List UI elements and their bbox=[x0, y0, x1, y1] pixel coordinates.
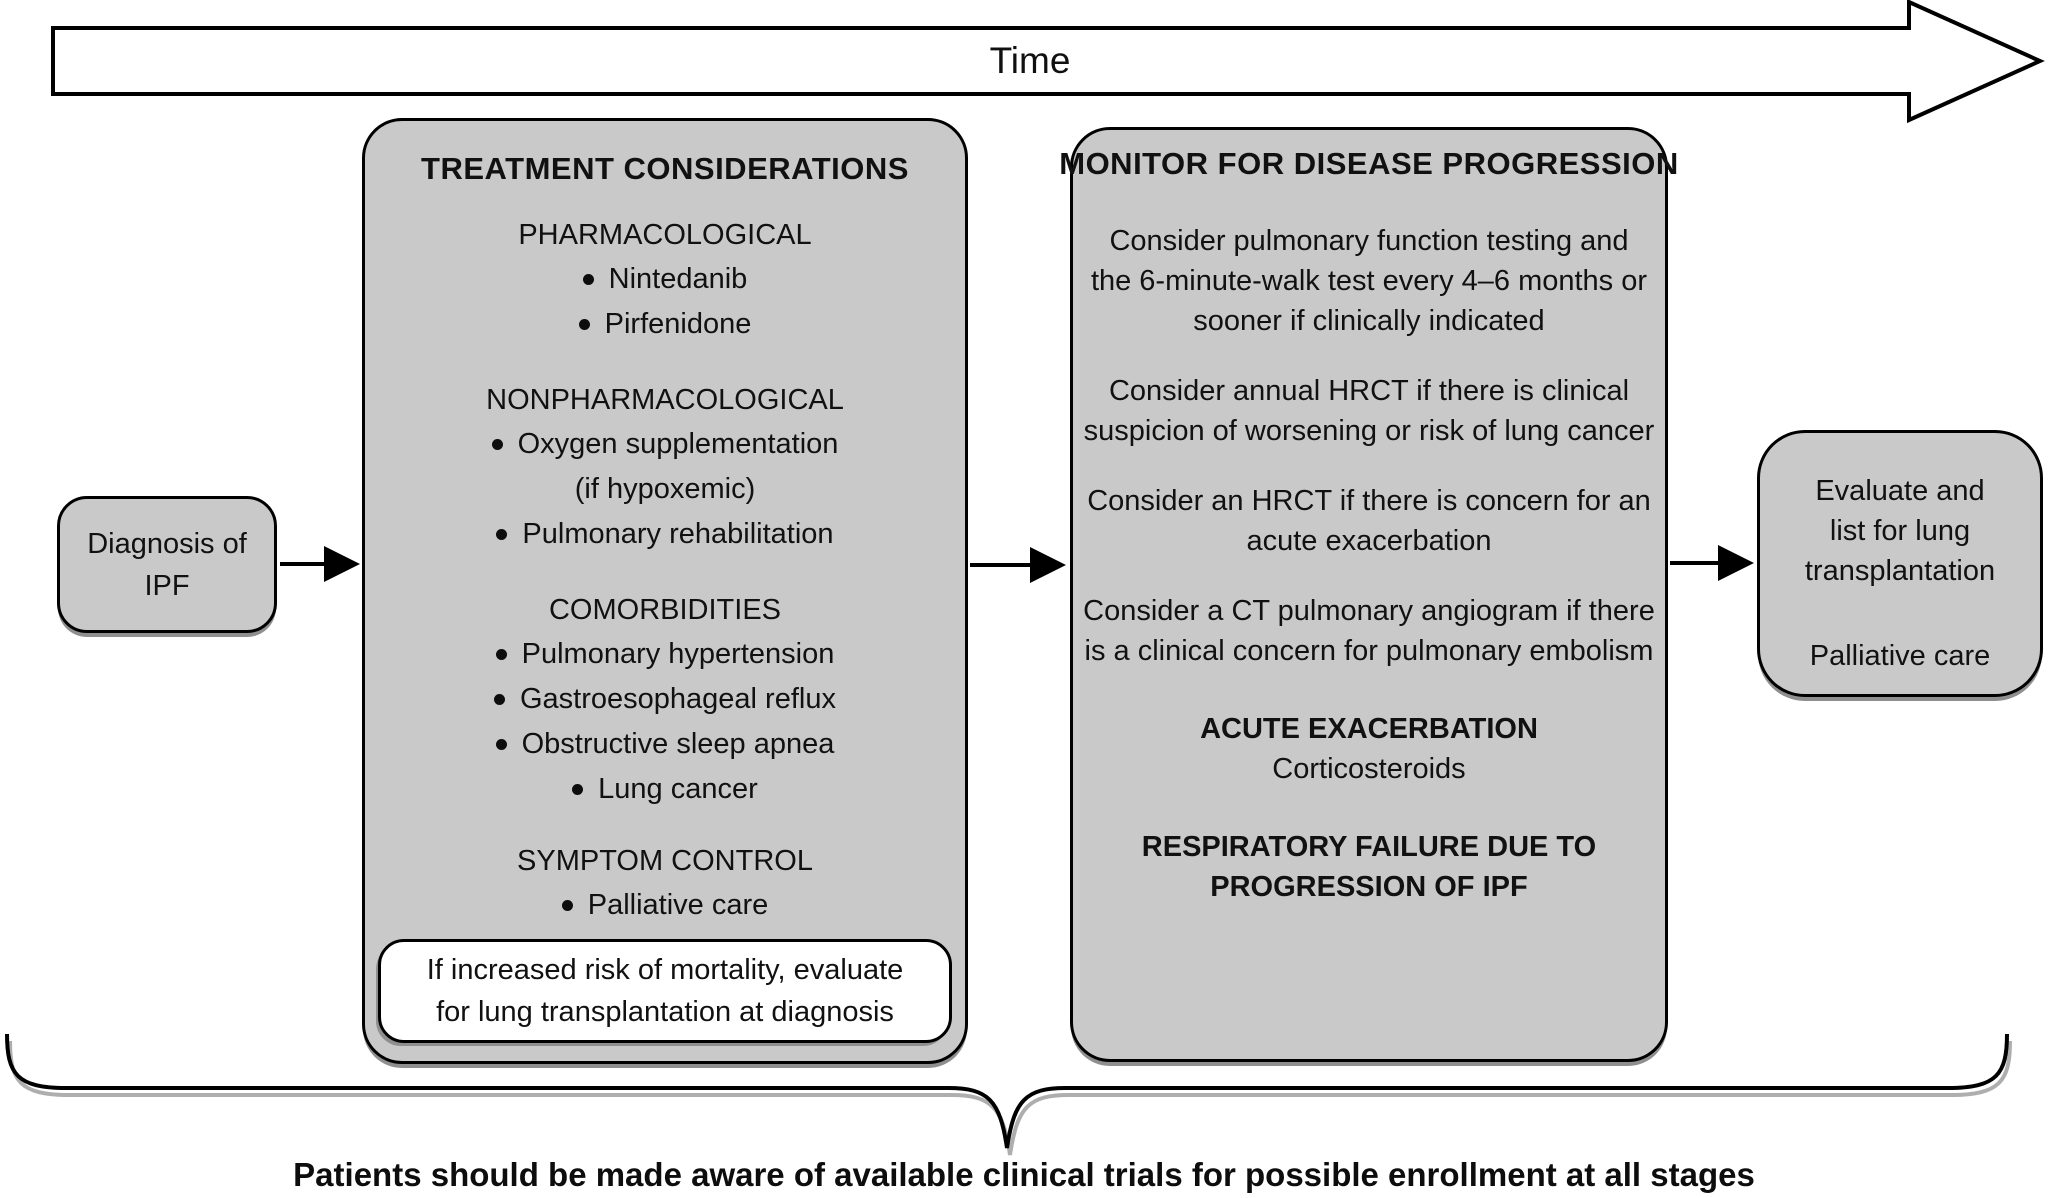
transplant-note-box: If increased risk of mortality, evaluate… bbox=[378, 939, 952, 1043]
bullet-item: Palliative care bbox=[561, 883, 769, 928]
flow-arrow-icon bbox=[1670, 545, 1754, 581]
bullet-icon bbox=[578, 319, 590, 330]
bullet-label: Pirfenidone bbox=[604, 308, 752, 340]
bullet-label: Oxygen supplementation bbox=[517, 428, 839, 460]
section-heading: COMORBIDITIES bbox=[548, 594, 781, 626]
monitor-line: acute exacerbation bbox=[1246, 525, 1492, 557]
bullet-label: Gastroesophageal reflux bbox=[520, 683, 836, 715]
section-heading: NONPHARMACOLOGICAL bbox=[486, 384, 844, 416]
transplant-line: Evaluate and bbox=[1815, 475, 1985, 507]
diagnosis-line: IPF bbox=[144, 569, 190, 602]
section-nonpharmacological: NONPHARMACOLOGICAL Oxygen supplementatio… bbox=[486, 378, 844, 557]
transplant-line: transplantation bbox=[1804, 555, 1996, 587]
monitor-content: MONITOR FOR DISEASE PROGRESSION Consider… bbox=[1059, 130, 1678, 907]
bullet-item: Gastroesophageal reflux bbox=[494, 677, 836, 722]
brace-shadow bbox=[8, 1040, 2012, 1156]
monitor-paragraph: Consider pulmonary function testing and … bbox=[1091, 221, 1647, 341]
monitor-line: Consider a CT pulmonary angiogram if the… bbox=[1083, 595, 1655, 627]
monitor-line: is a clinical concern for pulmonary embo… bbox=[1084, 635, 1654, 667]
monitor-paragraph: Consider an HRCT if there is concern for… bbox=[1087, 481, 1651, 561]
monitor-title: MONITOR FOR DISEASE PROGRESSION bbox=[1059, 146, 1679, 181]
respiratory-failure-block: RESPIRATORY FAILURE DUE TO PROGRESSION O… bbox=[1142, 827, 1596, 907]
note-line: for lung transplantation at diagnosis bbox=[436, 996, 894, 1028]
section-heading: SYMPTOM CONTROL bbox=[517, 845, 813, 877]
diagnosis-box: Diagnosis of IPF bbox=[57, 496, 277, 633]
monitor-line: sooner if clinically indicated bbox=[1193, 305, 1545, 337]
bullet-continuation: (if hypoxemic) bbox=[574, 473, 756, 505]
bullet-item: Oxygen supplementation bbox=[491, 422, 839, 467]
time-arrow-label: Time bbox=[989, 40, 1071, 81]
brace-icon bbox=[5, 1033, 2009, 1149]
treatment-content: TREATMENT CONSIDERATIONS PHARMACOLOGICAL… bbox=[365, 121, 965, 928]
bullet-label: Pulmonary hypertension bbox=[521, 638, 835, 670]
section-comorbidities: COMORBIDITIES Pulmonary hypertension Gas… bbox=[494, 588, 836, 812]
treatment-box: TREATMENT CONSIDERATIONS PHARMACOLOGICAL… bbox=[362, 118, 968, 1064]
bullet-icon bbox=[495, 649, 507, 660]
bullet-icon bbox=[495, 739, 507, 750]
bullet-icon bbox=[494, 694, 505, 705]
diagnosis-line: Diagnosis of bbox=[87, 527, 247, 560]
monitor-line: the 6-minute-walk test every 4–6 months … bbox=[1090, 265, 1648, 297]
treatment-title: TREATMENT CONSIDERATIONS bbox=[421, 151, 909, 186]
bullet-item: Pulmonary rehabilitation bbox=[496, 512, 834, 557]
bullet-label: Obstructive sleep apnea bbox=[521, 728, 835, 760]
monitor-paragraphs: Consider pulmonary function testing and … bbox=[1083, 221, 1655, 907]
bullet-item: Nintedanib bbox=[582, 257, 748, 302]
monitor-box: MONITOR FOR DISEASE PROGRESSION Consider… bbox=[1059, 127, 1678, 1062]
bullet-label: Palliative care bbox=[587, 889, 769, 921]
respiratory-line: PROGRESSION OF IPF bbox=[1210, 871, 1528, 903]
bullet-icon bbox=[582, 274, 594, 285]
acute-body: Corticosteroids bbox=[1272, 753, 1466, 785]
footer-note: Patients should be made aware of availab… bbox=[293, 1156, 1755, 1193]
transplant-box: Evaluate and list for lung transplantati… bbox=[1757, 430, 2043, 697]
monitor-paragraph: Consider a CT pulmonary angiogram if the… bbox=[1083, 591, 1655, 671]
section-symptom-control: SYMPTOM CONTROL Palliative care bbox=[517, 839, 813, 928]
bullet-label: Pulmonary rehabilitation bbox=[522, 518, 834, 550]
transplant-content: Evaluate and list for lung transplantati… bbox=[1760, 433, 2040, 676]
bullet-icon bbox=[491, 439, 503, 450]
monitor-line: Consider pulmonary function testing and bbox=[1109, 225, 1629, 257]
bullet-icon bbox=[561, 900, 573, 911]
transplant-line: list for lung bbox=[1829, 515, 1971, 547]
bullet-item: Obstructive sleep apnea bbox=[495, 722, 835, 767]
bullet-label: Nintedanib bbox=[608, 263, 748, 295]
note-line: If increased risk of mortality, evaluate bbox=[426, 954, 904, 986]
monitor-line: Consider annual HRCT if there is clinica… bbox=[1108, 375, 1630, 407]
monitor-paragraph: Consider annual HRCT if there is clinica… bbox=[1084, 371, 1655, 451]
acute-exacerbation-block: ACUTE EXACERBATION Corticosteroids bbox=[1200, 709, 1538, 789]
monitor-line: Consider an HRCT if there is concern for… bbox=[1087, 485, 1651, 517]
bullet-icon bbox=[496, 529, 508, 540]
bullet-item: Pirfenidone bbox=[578, 302, 752, 347]
bullet-item: Pulmonary hypertension bbox=[495, 632, 835, 677]
time-arrow-shape bbox=[51, 0, 2045, 124]
bullet-icon bbox=[572, 784, 584, 795]
section-pharmacological: PHARMACOLOGICAL Nintedanib Pirfenidone bbox=[518, 213, 811, 347]
respiratory-line: RESPIRATORY FAILURE DUE TO bbox=[1141, 831, 1597, 863]
monitor-line: suspicion of worsening or risk of lung c… bbox=[1083, 415, 1655, 447]
transplant-secondary: Palliative care bbox=[1809, 640, 1991, 672]
bullet-item: Lung cancer bbox=[572, 767, 758, 812]
flow-arrow-icon bbox=[970, 547, 1066, 583]
acute-heading: ACUTE EXACERBATION bbox=[1200, 713, 1538, 745]
flow-arrow-icon bbox=[280, 546, 360, 582]
bullet-label: Lung cancer bbox=[598, 773, 758, 805]
section-heading: PHARMACOLOGICAL bbox=[518, 219, 812, 251]
